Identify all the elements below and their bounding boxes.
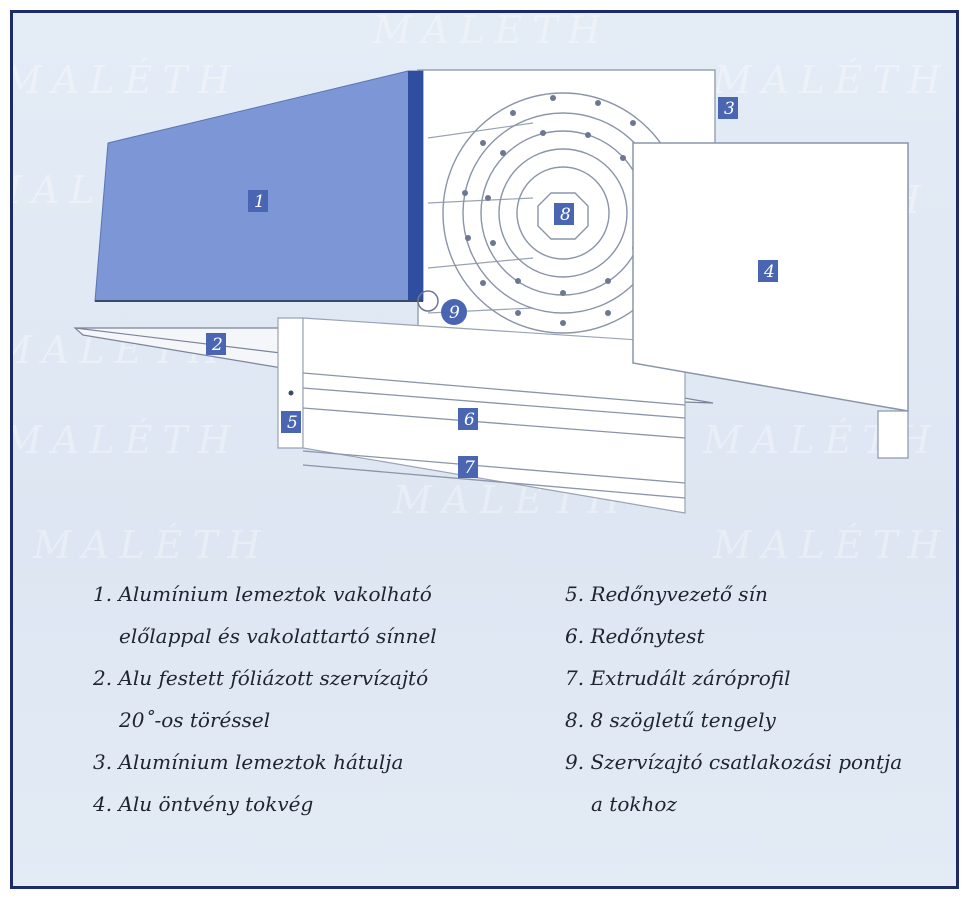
legend-item-9: 9. Szervízajtó csatlakozási pontja — [565, 750, 903, 774]
legend-item-2-cont: 20˚-os töréssel — [119, 708, 271, 732]
legend-item-5: 5. Redőnyvezető sín — [565, 582, 768, 606]
svg-text:2: 2 — [211, 335, 223, 355]
marker-6: 6 — [458, 408, 478, 430]
end-cap-foot — [877, 410, 909, 459]
front-panel-edge — [408, 71, 423, 301]
legend: 1. Alumínium lemeztok vakolható előlappa… — [13, 573, 956, 873]
legend-item-2: 2. Alu festett fóliázott szervízajtó — [93, 666, 429, 690]
legend-item-9-cont: a tokhoz — [591, 792, 677, 816]
watermark-text: MALÉTH — [712, 58, 951, 102]
svg-text:3: 3 — [724, 99, 735, 119]
marker-7: 7 — [458, 456, 478, 478]
diagram-frame: MALÉTH MALÉTH MALÉTH MALÉTH MALÉTH MALÉT… — [10, 10, 959, 889]
svg-text:7: 7 — [464, 458, 475, 478]
legend-item-1: 1. Alumínium lemeztok vakolható — [93, 582, 432, 606]
legend-left-column: 1. Alumínium lemeztok vakolható előlappa… — [93, 573, 563, 825]
watermark-text: MALÉTH — [372, 13, 611, 52]
svg-text:4: 4 — [763, 262, 775, 282]
attachment-hook — [417, 290, 439, 312]
watermark-text: MALÉTH — [712, 523, 951, 567]
svg-text:5: 5 — [287, 413, 298, 433]
legend-item-1-cont: előlappal és vakolattartó sínnel — [119, 624, 437, 648]
marker-8: 8 — [554, 203, 574, 225]
rail-screw — [288, 390, 294, 396]
marker-3: 3 — [718, 97, 738, 119]
roller-shutter-diagram: MALÉTH MALÉTH MALÉTH MALÉTH MALÉTH MALÉT… — [13, 13, 951, 567]
watermark-text: MALÉTH — [13, 418, 241, 462]
svg-text:1: 1 — [254, 192, 265, 212]
svg-text:9: 9 — [449, 303, 460, 323]
shutter-slat-lines — [302, 372, 686, 499]
legend-right-column: 5. Redőnyvezető sín 6. Redőnytest 7. Ext… — [565, 573, 956, 825]
legend-item-6: 6. Redőnytest — [565, 624, 705, 648]
watermark-text: MALÉTH — [13, 58, 241, 102]
watermark-text: MALÉTH — [32, 523, 271, 567]
legend-item-7: 7. Extrudált záróprofil — [565, 666, 791, 690]
marker-9: 9 — [441, 299, 467, 325]
svg-text:8: 8 — [560, 205, 571, 225]
shutter-body — [302, 317, 686, 514]
front-panel — [94, 70, 424, 302]
legend-item-8: 8. 8 szögletű tengely — [565, 708, 776, 732]
legend-item-3: 3. Alumínium lemeztok hátulja — [93, 750, 404, 774]
marker-5: 5 — [281, 411, 301, 433]
legend-item-4: 4. Alu öntvény tokvég — [93, 792, 314, 816]
svg-text:6: 6 — [464, 410, 475, 430]
marker-2: 2 — [206, 333, 226, 355]
marker-1: 1 — [248, 190, 268, 212]
marker-4: 4 — [758, 260, 778, 282]
